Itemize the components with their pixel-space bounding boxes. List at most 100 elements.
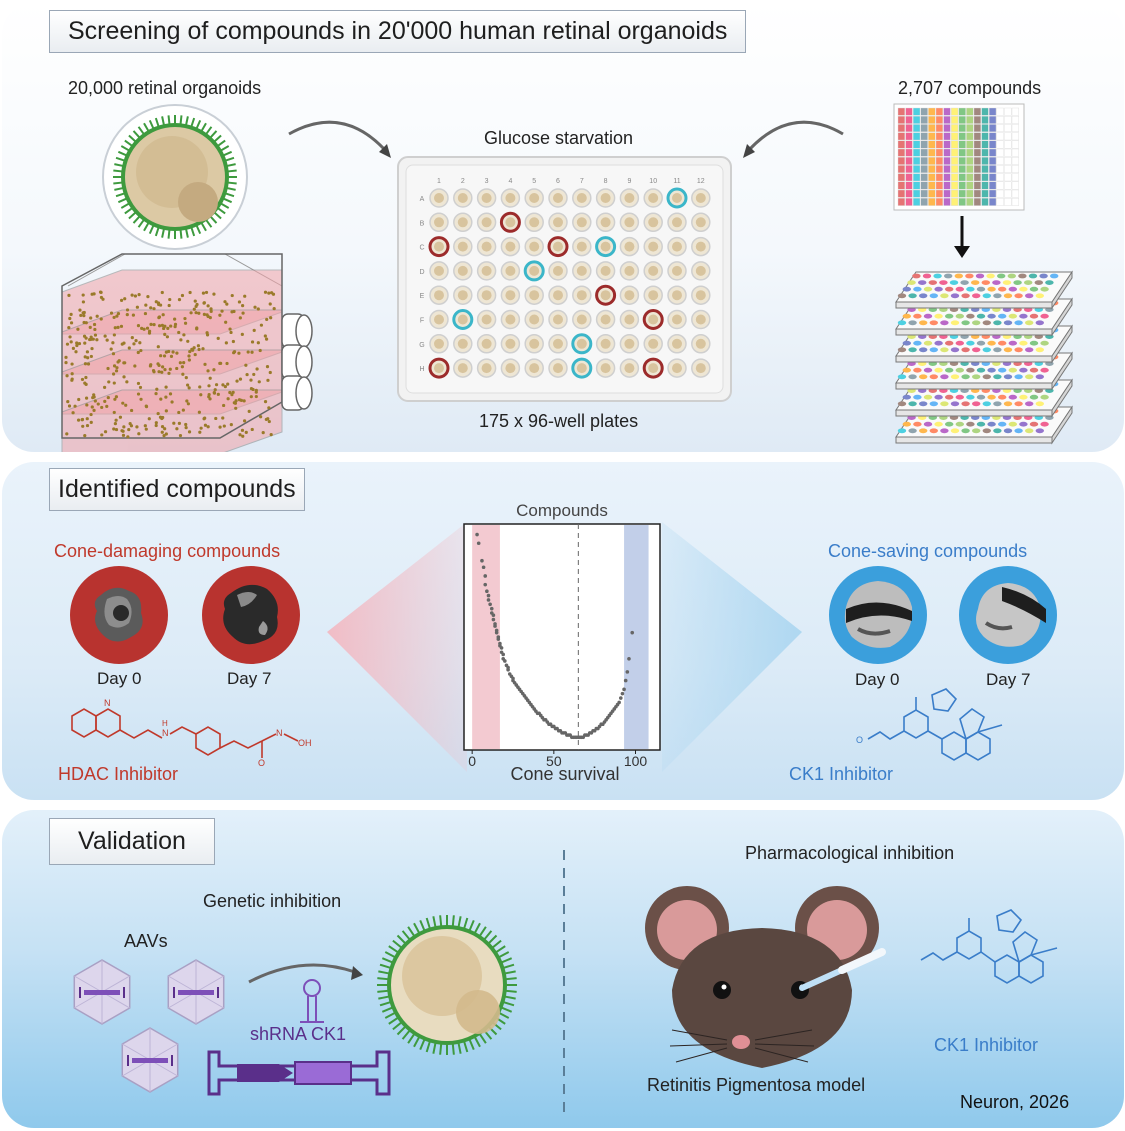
hdac-nh: N bbox=[162, 728, 169, 738]
scatter-point bbox=[486, 593, 491, 598]
genetic-label: Genetic inhibition bbox=[203, 891, 342, 911]
plate-col-label: 5 bbox=[532, 178, 536, 185]
model-label: Retinitis Pigmentosa model bbox=[647, 1075, 866, 1095]
plate-col-label: 10 bbox=[649, 178, 657, 185]
plate-col-label: 3 bbox=[485, 178, 489, 185]
scatter-point bbox=[503, 659, 507, 663]
damaging-band bbox=[472, 525, 500, 749]
plate-stack bbox=[895, 270, 1073, 445]
saving-band bbox=[624, 525, 649, 749]
saving-day0-label: Day 0 bbox=[855, 670, 900, 689]
hdac-h: H bbox=[162, 719, 168, 728]
scatter-point bbox=[476, 541, 481, 546]
shrna-label: shRNA CK1 bbox=[250, 1024, 347, 1044]
hdac-label: HDAC Inhibitor bbox=[58, 764, 179, 784]
arrow-organoids-to-plate bbox=[288, 120, 391, 158]
organoid-illustration bbox=[102, 104, 248, 250]
organoids-label: 20,000 retinal organoids bbox=[68, 78, 262, 98]
damaging-day7-label: Day 7 bbox=[227, 669, 272, 688]
plates-label: 175 x 96-well plates bbox=[479, 411, 639, 431]
scatter-point bbox=[486, 598, 491, 602]
damaging-day0-label: Day 0 bbox=[97, 669, 142, 688]
plate-row-label: H bbox=[419, 366, 424, 373]
validation-divider bbox=[563, 850, 565, 1120]
arrow-down bbox=[954, 216, 970, 258]
validation-title: Validation bbox=[49, 818, 215, 865]
chart-title: Compounds bbox=[516, 501, 608, 520]
chart-xlabel: Cone survival bbox=[510, 764, 619, 784]
ck1-structure-validation bbox=[920, 909, 1058, 984]
screening-panel: Screening of compounds in 20'000 human r… bbox=[2, 2, 1124, 452]
hdac-inhibitor-structure: N N H N O OH bbox=[71, 698, 312, 768]
scatter-point bbox=[499, 646, 504, 650]
ck1-validation-label: CK1 Inhibitor bbox=[934, 1035, 1039, 1055]
damaging-day0-image bbox=[70, 566, 168, 664]
saving-label: Cone-saving compounds bbox=[828, 541, 1028, 561]
plate-col-label: 7 bbox=[580, 178, 584, 185]
scatter-point bbox=[494, 630, 499, 635]
hdac-o: O bbox=[258, 758, 265, 768]
arrow-aav-to-organoid bbox=[248, 963, 363, 984]
x-tick-label: 0 bbox=[468, 753, 476, 769]
scatter-point bbox=[475, 532, 479, 537]
ck1-o: O bbox=[856, 735, 863, 745]
scatter-point bbox=[483, 582, 488, 587]
plate-col-label: 9 bbox=[627, 178, 631, 185]
ck1-label: CK1 Inhibitor bbox=[789, 764, 894, 784]
scatter-point bbox=[496, 637, 501, 641]
aav-capsids bbox=[73, 959, 225, 1093]
saving-day0-image bbox=[829, 566, 927, 664]
scatter-point bbox=[480, 558, 484, 563]
plate-col-label: 12 bbox=[697, 178, 705, 185]
scatter-point bbox=[493, 624, 497, 628]
scatter-point bbox=[488, 602, 492, 607]
scatter-point bbox=[630, 630, 635, 635]
identified-title: Identified compounds bbox=[49, 468, 305, 511]
plate-col-label: 6 bbox=[556, 178, 560, 185]
treated-organoid bbox=[377, 915, 517, 1055]
compounds-label: 2,707 compounds bbox=[898, 78, 1042, 98]
scatter-point bbox=[506, 667, 510, 672]
validation-panel: Validation Genetic inhibition AAVs shRNA… bbox=[2, 810, 1124, 1128]
screening-title: Screening of compounds in 20'000 human r… bbox=[49, 10, 747, 53]
plate-row-label: E bbox=[420, 293, 425, 300]
shrna-hairpin bbox=[300, 979, 324, 1023]
scatter-point bbox=[481, 565, 486, 570]
scatter-point bbox=[491, 613, 496, 617]
scatter-point bbox=[485, 589, 489, 594]
scatter-point bbox=[489, 606, 494, 611]
scatter-point bbox=[491, 617, 496, 622]
starvation-label: Glucose starvation bbox=[484, 128, 634, 148]
scatter-point bbox=[619, 696, 623, 700]
mouse-illustration bbox=[645, 886, 886, 1068]
scatter-point bbox=[483, 574, 488, 578]
pharma-label: Pharmacological inhibition bbox=[745, 843, 955, 863]
plate-row-label: A bbox=[420, 196, 425, 203]
plate-row-label: F bbox=[420, 318, 424, 325]
plate-col-label: 8 bbox=[604, 178, 608, 185]
plate-col-label: 11 bbox=[673, 178, 680, 185]
citation: Neuron, 2026 bbox=[960, 1092, 1070, 1112]
saving-day7-label: Day 7 bbox=[986, 670, 1031, 689]
x-tick-label: 50 bbox=[546, 753, 562, 769]
damaging-label: Cone-damaging compounds bbox=[54, 541, 281, 561]
identified-panel: Identified compounds Cone-damaging compo… bbox=[2, 462, 1124, 800]
plate-row-label: G bbox=[419, 342, 424, 349]
damaging-funnel bbox=[327, 522, 467, 772]
scatter-point bbox=[617, 700, 621, 705]
saving-funnel bbox=[662, 522, 802, 772]
scatter-point bbox=[622, 687, 626, 692]
culture-flask bbox=[61, 253, 313, 452]
compound-library-grid bbox=[893, 103, 1025, 211]
plate-row-label: D bbox=[419, 269, 424, 276]
hdac-n1: N bbox=[104, 698, 111, 708]
scatter-point bbox=[627, 657, 631, 661]
arrow-compounds-to-plate bbox=[743, 120, 844, 158]
plate-col-label: 1 bbox=[437, 178, 441, 185]
saving-day7-image bbox=[959, 566, 1057, 664]
plate-col-label: 2 bbox=[461, 178, 465, 185]
aav-vector bbox=[207, 1050, 391, 1096]
scatter-point bbox=[625, 670, 630, 674]
